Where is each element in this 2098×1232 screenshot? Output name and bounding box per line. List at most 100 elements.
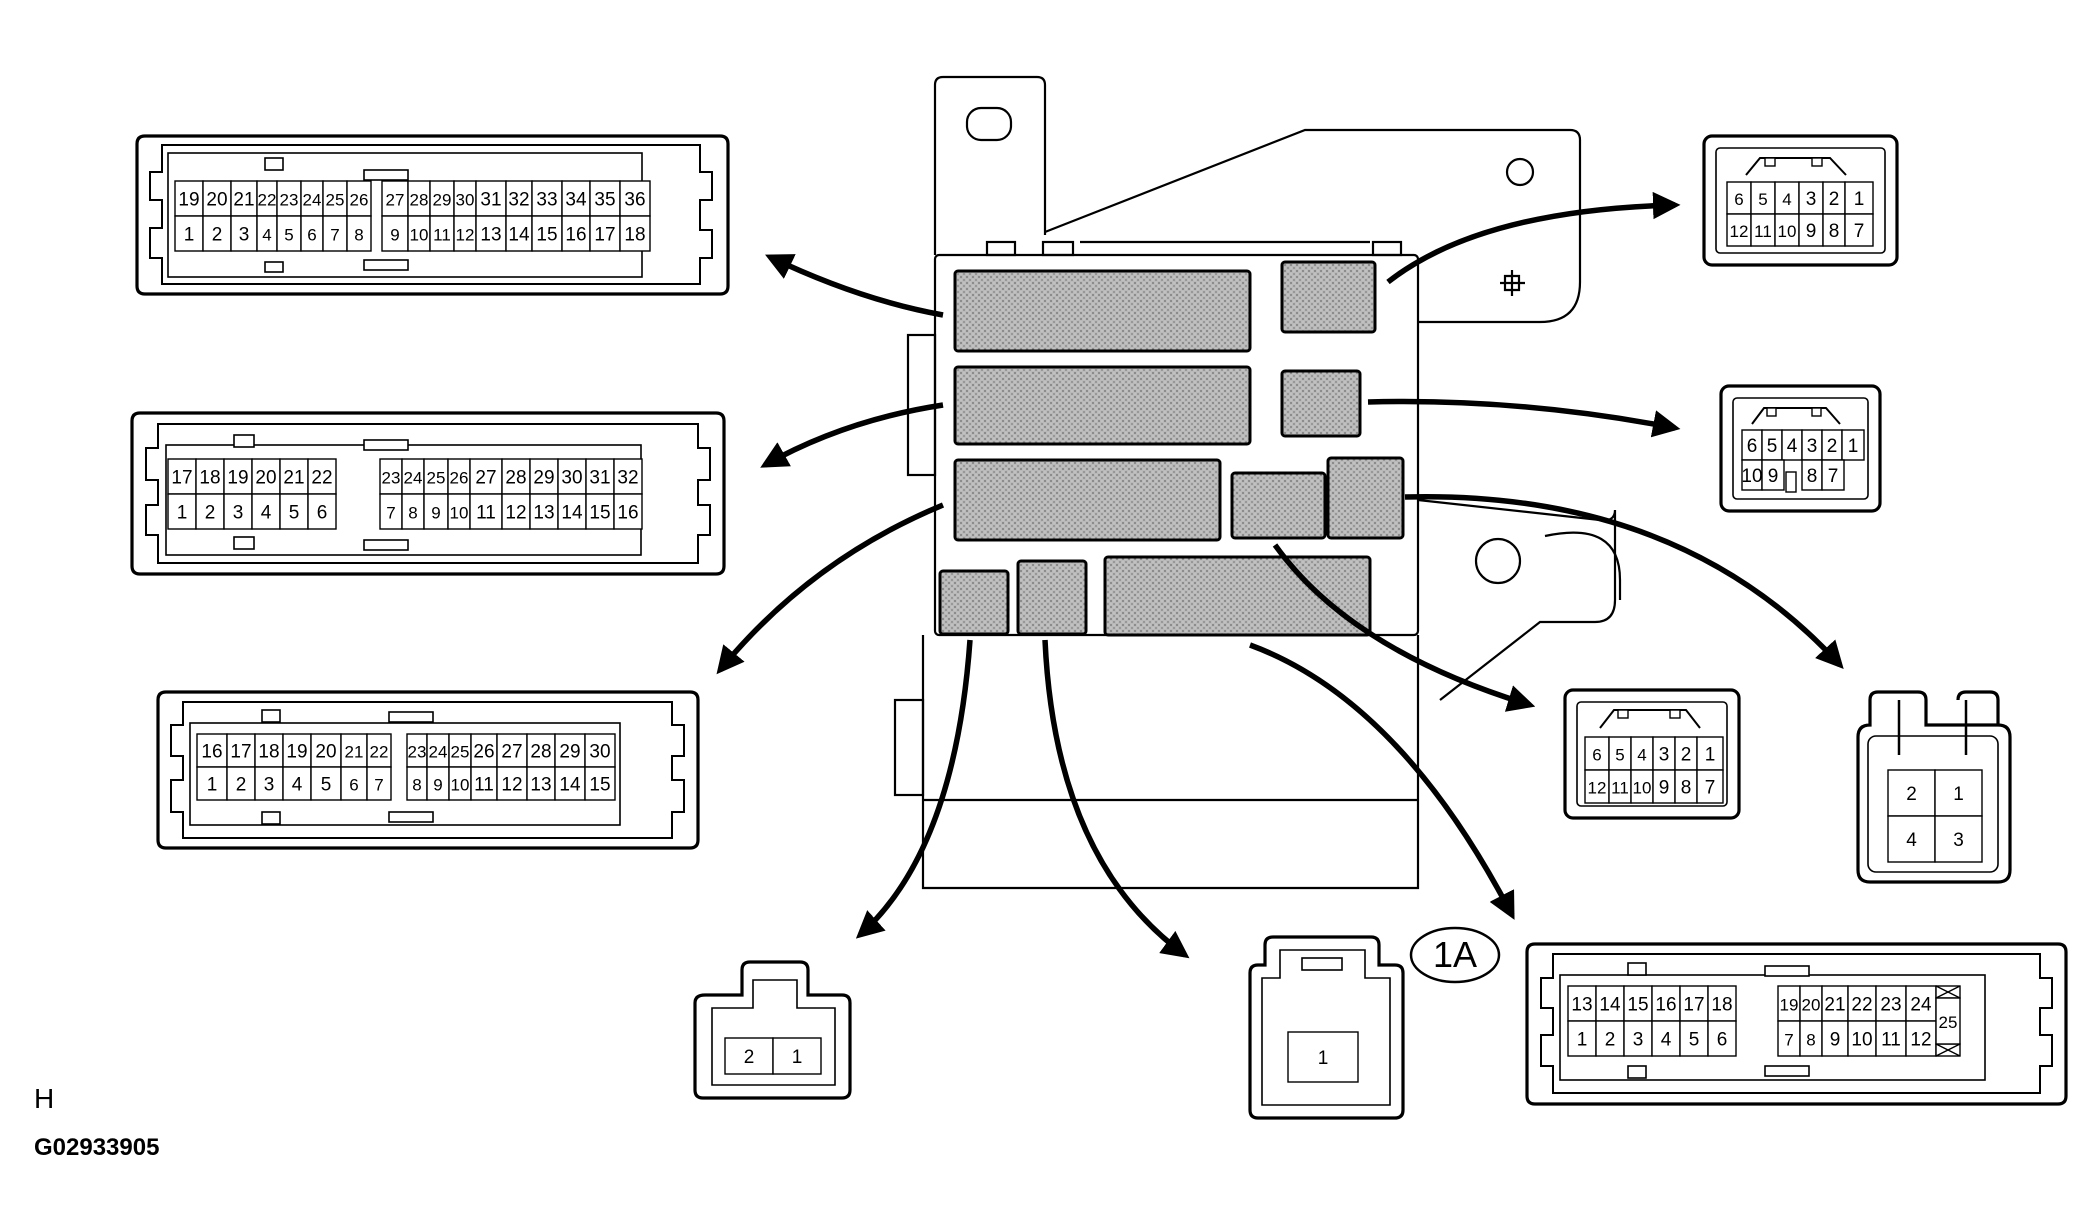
pin-6: 6 [349, 776, 358, 795]
arrow-to-a [765, 254, 944, 318]
pin-32-cell [613, 458, 643, 495]
pin-1: 1 [792, 1047, 803, 1068]
pin-1: 1 [1953, 784, 1964, 805]
pin-3-cell [1934, 815, 1983, 863]
pin-6: 6 [1734, 190, 1743, 209]
pin-21: 21 [345, 743, 364, 762]
pin-12: 12 [1730, 222, 1749, 241]
connector-tag-text: 1A [1433, 934, 1477, 975]
pin-4: 4 [261, 503, 272, 524]
pin-18: 18 [199, 468, 220, 489]
pin-30: 30 [589, 742, 610, 763]
arrow-to-b [760, 402, 944, 468]
pin-16: 16 [1655, 995, 1676, 1016]
pin-27: 27 [386, 191, 405, 210]
arrows [716, 191, 1844, 959]
pin-9: 9 [431, 504, 440, 523]
pin-21-cell [230, 180, 258, 217]
pin-2: 2 [1827, 436, 1838, 457]
slot-f [1230, 471, 1327, 540]
pin-25: 25 [451, 743, 470, 762]
pin-26: 26 [350, 191, 369, 210]
pin-9: 9 [1659, 778, 1670, 799]
pin-5: 5 [1615, 746, 1624, 765]
pin-6: 6 [317, 503, 328, 524]
pin-8: 8 [354, 226, 363, 245]
pin-15-cell [531, 215, 563, 252]
pin-14-cell [557, 493, 587, 530]
pin-15: 15 [589, 503, 610, 524]
slot-c [953, 458, 1222, 542]
pin-25-cell [1935, 997, 1961, 1045]
pin-9-cell [423, 493, 449, 530]
pin-25: 25 [1939, 1013, 1958, 1032]
pin-16: 16 [201, 742, 222, 763]
pin-15: 15 [536, 225, 557, 246]
pin-13: 13 [530, 775, 551, 796]
pin-12-cell [1905, 1020, 1937, 1057]
pin-7-cell [322, 215, 348, 252]
pin-20: 20 [206, 190, 227, 211]
pin-1-cell [1934, 769, 1983, 817]
pin-1: 1 [1318, 1048, 1329, 1069]
connector-i: 1 [1248, 935, 1405, 1120]
pin-30: 30 [561, 468, 582, 489]
slot-g [1326, 456, 1405, 540]
pin-19-cell [174, 180, 204, 217]
pin-3-cell [1798, 181, 1824, 215]
blank-pin-cross [1935, 1043, 1961, 1057]
pin-8: 8 [408, 504, 417, 523]
pin-17: 17 [171, 468, 192, 489]
pin-29: 29 [433, 191, 452, 210]
pin-30: 30 [456, 191, 475, 210]
slot-h [938, 569, 1010, 636]
pin-4: 4 [1906, 830, 1917, 851]
pin-3: 3 [264, 775, 275, 796]
pin-32: 32 [617, 468, 638, 489]
pin-7: 7 [374, 776, 383, 795]
arrow-to-1a [1249, 642, 1515, 920]
pin-1-cell [772, 1037, 822, 1075]
pin-25: 25 [427, 469, 446, 488]
pin-14: 14 [508, 225, 530, 246]
pin-1: 1 [1577, 1030, 1588, 1051]
pin-6-cell [1726, 181, 1752, 215]
pin-7: 7 [386, 504, 395, 523]
pin-4: 4 [1787, 436, 1798, 457]
pin-23: 23 [280, 191, 299, 210]
pin-18-cell [254, 733, 284, 768]
pin-4: 4 [292, 775, 303, 796]
pin-25-cell [423, 458, 449, 495]
pin-1: 1 [207, 775, 218, 796]
pin-2: 2 [1829, 189, 1840, 210]
pin-9: 9 [1830, 1030, 1841, 1051]
pin-5-cell [279, 493, 309, 530]
pin-12: 12 [456, 226, 475, 245]
pin-16: 16 [565, 225, 586, 246]
pin-10: 10 [1741, 466, 1762, 487]
corner-letter: H [34, 1083, 54, 1114]
pin-7-cell [1821, 459, 1845, 491]
pin-8: 8 [1806, 1031, 1815, 1050]
pin-13: 13 [480, 225, 501, 246]
pin-12: 12 [1588, 779, 1607, 798]
pin-33-cell [531, 180, 563, 217]
pin-26: 26 [473, 742, 494, 763]
pin-1: 1 [1705, 745, 1716, 766]
pin-17: 17 [1683, 995, 1704, 1016]
pin-10: 10 [1851, 1030, 1872, 1051]
pin-19: 19 [1780, 996, 1799, 1015]
pin-5: 5 [289, 503, 300, 524]
arrow-to-e [1367, 398, 1681, 438]
pin-16-cell [613, 493, 643, 530]
pin-18: 18 [258, 742, 279, 763]
figure-code: G02933905 [34, 1134, 159, 1161]
pin-1: 1 [1848, 436, 1859, 457]
pin-1-cell [1841, 429, 1865, 461]
pin-30-cell [584, 733, 616, 768]
pin-28: 28 [505, 468, 526, 489]
pin-24: 24 [1910, 995, 1932, 1016]
